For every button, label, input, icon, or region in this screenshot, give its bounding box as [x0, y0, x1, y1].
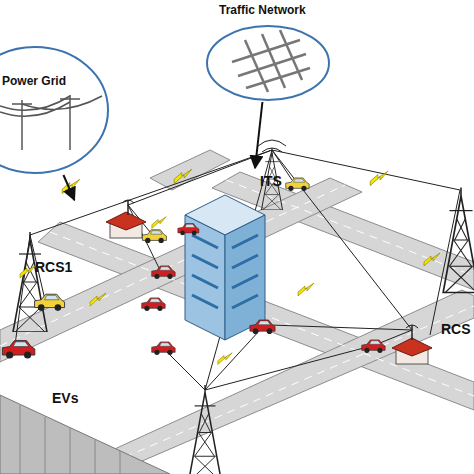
wireless-bolts [20, 169, 440, 364]
its-building [185, 140, 286, 340]
node-label: Traffic Network [219, 4, 306, 17]
wireless-links [15, 150, 460, 390]
node-label: Power Grid [2, 75, 66, 88]
bridge-base [0, 395, 170, 474]
charging-station-node: RCS [385, 318, 474, 378]
its-node: ITS [190, 168, 300, 348]
traffic-grid-sketch [232, 30, 310, 92]
traffic-network-circle: Traffic Network [205, 2, 331, 102]
node-label: RCS1 [35, 260, 72, 275]
node-label: RCS [441, 322, 471, 337]
node-label: ITS [260, 174, 282, 189]
power-line-sketch [0, 95, 102, 150]
group-label: EVs [52, 390, 78, 406]
circle-outline [0, 45, 110, 175]
power-grid-circle: Power Grid [0, 45, 110, 175]
circle-border [207, 26, 329, 100]
charging-station [106, 200, 432, 364]
circle-border [0, 47, 108, 173]
electric-vehicles [2, 178, 385, 359]
arrow-connector [63, 175, 74, 200]
charging-station-node: RCS1 [35, 200, 147, 276]
road-network [0, 150, 474, 474]
cell-towers [13, 188, 474, 474]
arrow-connector [255, 102, 262, 168]
crosswalk [330, 294, 356, 308]
